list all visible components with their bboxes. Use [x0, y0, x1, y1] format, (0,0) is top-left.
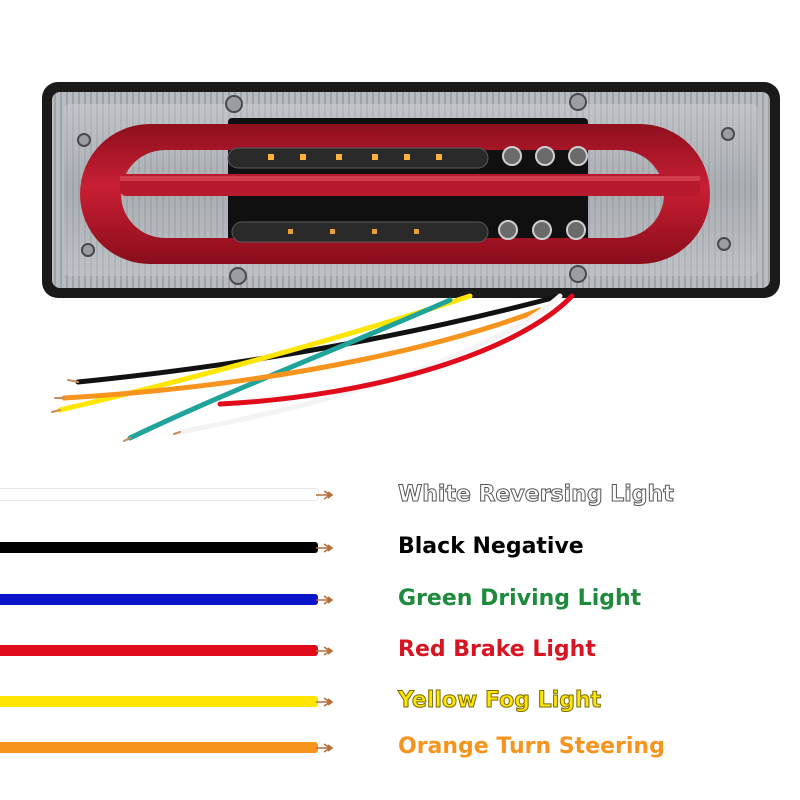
legend-row-green: Green Driving Light	[0, 584, 800, 614]
green-wire-label: Green Driving Light	[398, 586, 642, 611]
yellow-wire-swatch	[0, 696, 318, 707]
legend-row-black: Black Negative	[0, 532, 800, 562]
loose-wires	[51, 293, 575, 442]
black-wire-swatch	[0, 542, 318, 553]
red-wire-label: Red Brake Light	[398, 637, 596, 662]
blue-wire-swatch	[0, 594, 318, 605]
black-wire-label: Black Negative	[398, 534, 584, 559]
mounting-screws	[77, 93, 735, 285]
copper-tip-icon	[316, 697, 334, 707]
copper-tip-icon	[316, 490, 334, 500]
lower-led-strip	[231, 221, 489, 243]
legend-row-white: White Reversing Light	[0, 480, 800, 510]
red-wire-swatch	[0, 645, 318, 656]
copper-tip-icon	[316, 743, 334, 753]
orange-wire-swatch	[0, 742, 318, 753]
copper-tip-icon	[316, 646, 334, 656]
white-wire-swatch	[0, 489, 318, 500]
orange-wire-label: Orange Turn Steering	[398, 734, 665, 759]
legend-row-yellow: Yellow Fog Light	[0, 686, 800, 716]
round-leds	[498, 146, 588, 240]
copper-tip-icon	[316, 543, 334, 553]
yellow-wire-label: Yellow Fog Light	[397, 688, 602, 714]
tail-light-photo	[42, 82, 780, 442]
copper-tip-icon	[316, 595, 334, 605]
red-lens	[80, 124, 710, 264]
upper-led-strip	[227, 147, 489, 169]
white-wire-label: White Reversing Light	[398, 482, 675, 508]
legend-row-red: Red Brake Light	[0, 635, 800, 665]
legend-row-orange: Orange Turn Steering	[0, 732, 800, 762]
